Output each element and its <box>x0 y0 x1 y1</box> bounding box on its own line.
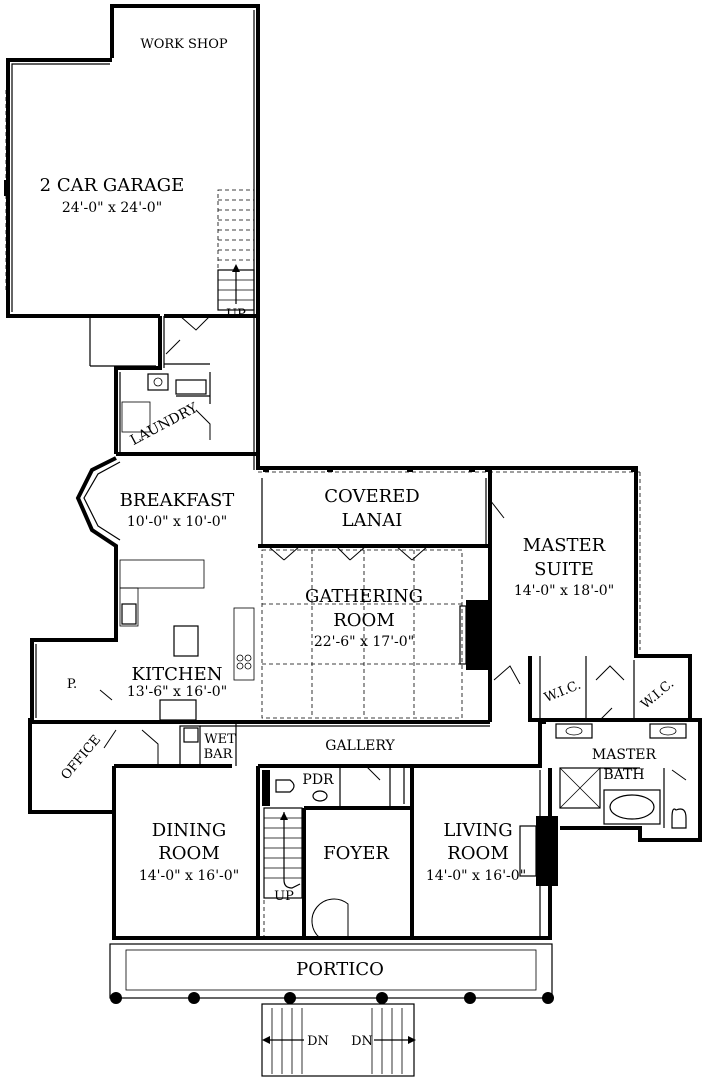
kitchen-fixtures <box>119 559 255 767</box>
master-bath-label-1: MASTER <box>592 747 657 763</box>
foyer-stairs <box>263 807 303 936</box>
laundry-label: LAUNDRY <box>128 400 202 449</box>
living-label-1: LIVING <box>443 820 512 841</box>
master-label-1: MASTER <box>523 535 606 556</box>
garage-label: 2 CAR GARAGE <box>40 175 185 196</box>
breakfast-label: BREAKFAST <box>120 490 235 511</box>
dining-label-1: DINING <box>152 820 227 841</box>
portico <box>109 943 554 1077</box>
pdr-label: PDR <box>302 772 334 788</box>
dining-dim: 14'-0" x 16'-0" <box>139 868 239 884</box>
interior-partitions <box>89 316 665 828</box>
dn-left-label: DN <box>307 1034 329 1049</box>
living-label-2: ROOM <box>447 843 509 864</box>
laundry-fixtures <box>121 373 207 433</box>
wic-left-label: W.I.C. <box>542 678 583 706</box>
gathering-label-1: GATHERING <box>305 586 423 607</box>
kitchen-label: KITCHEN <box>132 664 223 685</box>
fireplaces <box>262 600 558 886</box>
office-label: OFFICE <box>58 733 104 783</box>
breakfast-dim: 10'-0" x 10'-0" <box>127 514 227 530</box>
gathering-label-2: ROOM <box>333 610 395 631</box>
garage-up-label: UP <box>226 307 246 322</box>
lanai-label-1: COVERED <box>324 486 419 507</box>
exterior-walls <box>4 4 702 940</box>
master-label-2: SUITE <box>534 559 594 580</box>
dining-label-2: ROOM <box>158 843 220 864</box>
bath-fixtures <box>275 723 687 829</box>
wet-label: WET <box>204 732 236 747</box>
lanai-columns <box>261 466 637 546</box>
room-labels: WORK SHOP 2 CAR GARAGE 24'-0" x 24'-0" U… <box>40 37 678 1049</box>
gallery-label: GALLERY <box>325 738 395 754</box>
lanai-label-2: LANAI <box>342 510 403 531</box>
dn-right-label: DN <box>351 1034 373 1049</box>
wic-right-label: W.I.C. <box>638 676 677 712</box>
workshop-label: WORK SHOP <box>140 37 228 52</box>
master-bath-label-2: BATH <box>603 767 644 783</box>
bar-label: BAR <box>204 747 234 762</box>
kitchen-dim: 13'-6" x 16'-0" <box>127 684 227 700</box>
foyer-up-label: UP <box>274 889 294 904</box>
foyer-label: FOYER <box>323 843 389 864</box>
doors <box>99 315 687 939</box>
master-dim: 14'-0" x 18'-0" <box>514 583 614 599</box>
portico-label: PORTICO <box>296 959 384 980</box>
gathering-dim: 22'-6" x 17'-0" <box>314 634 414 650</box>
living-dim: 14'-0" x 16'-0" <box>426 868 526 884</box>
garage-stairs <box>217 189 255 311</box>
pantry-label: P. <box>67 677 77 692</box>
garage-dim: 24'-0" x 24'-0" <box>62 200 162 216</box>
